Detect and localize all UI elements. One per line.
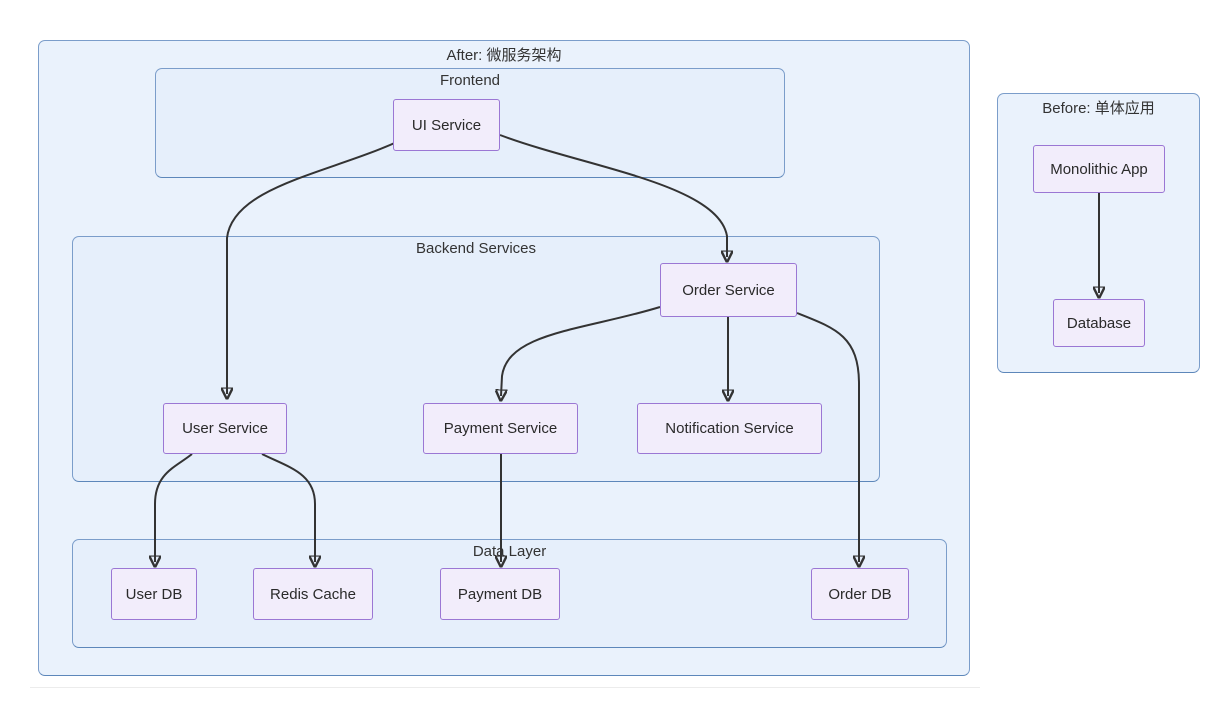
node-redis-cache: Redis Cache [253,568,373,620]
backend-cluster-title: Backend Services [415,240,537,257]
bottom-divider [30,687,980,688]
node-user-db: User DB [111,568,197,620]
before-cluster-title: Before: 单体应用 [1042,100,1155,117]
node-user-service: User Service [163,403,287,454]
node-ui-service: UI Service [393,99,500,151]
node-notification-service: Notification Service [637,403,822,454]
node-database: Database [1053,299,1145,347]
node-order-db: Order DB [811,568,909,620]
node-payment-db: Payment DB [440,568,560,620]
data-layer-cluster-title: Data Layer [472,543,547,560]
node-order-service: Order Service [660,263,797,317]
node-monolithic-app: Monolithic App [1033,145,1165,193]
node-payment-service: Payment Service [423,403,578,454]
after-cluster-title: After: 微服务架构 [446,47,562,64]
frontend-cluster-title: Frontend [439,72,501,89]
